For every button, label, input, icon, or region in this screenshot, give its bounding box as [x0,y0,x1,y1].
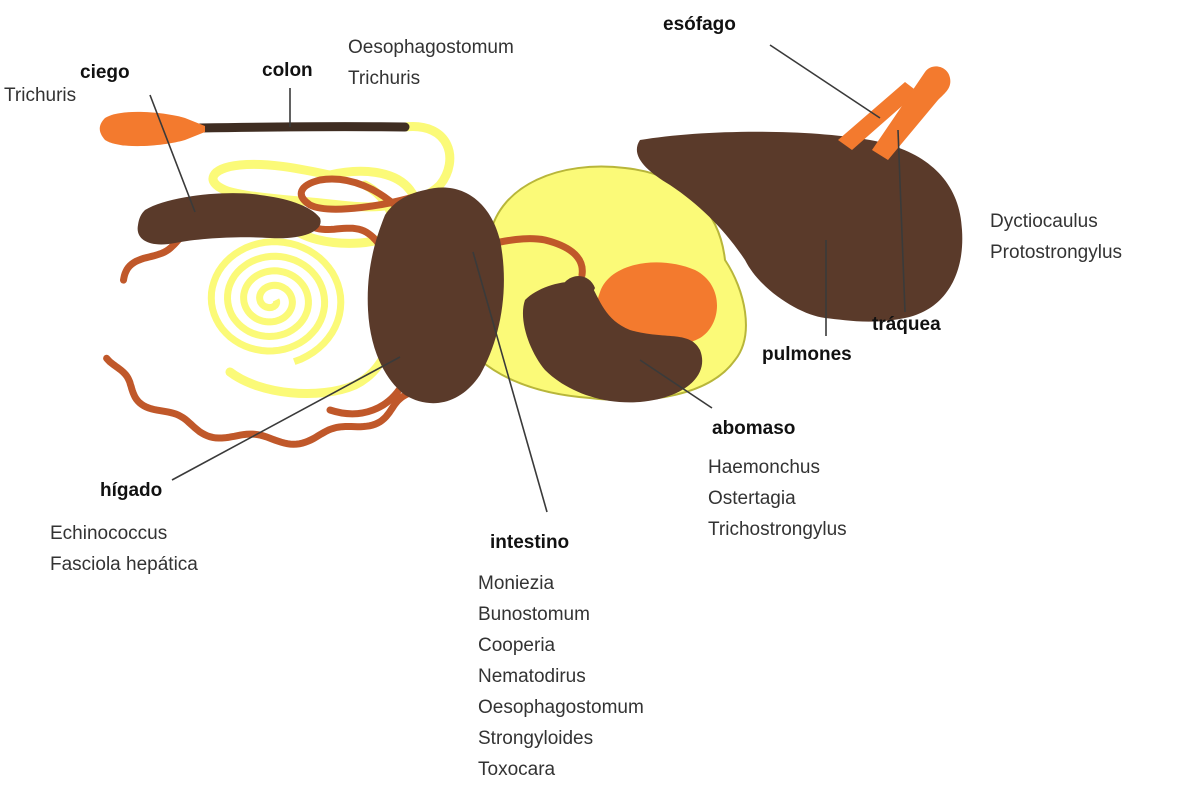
cecum-tip [100,112,205,146]
parasite-item: Fasciola hepática [50,549,198,580]
liver-shape [368,187,504,403]
parasite-item: Trichuris [4,80,76,111]
parasites-intestino: Moniezia Bunostomum Cooperia Nematodirus… [478,568,644,785]
parasite-item: Oesophagostomum [348,32,514,63]
label-abomaso: abomaso [712,418,795,440]
parasite-item: Cooperia [478,630,644,661]
parasite-item: Bunostomum [478,599,644,630]
label-colon: colon [262,60,313,82]
parasite-item: Strongyloides [478,723,644,754]
parasites-ciego: Trichuris [4,80,76,111]
parasite-item: Toxocara [478,754,644,785]
parasite-item: Ostertagia [708,483,847,514]
parasite-item: Protostrongylus [990,237,1122,268]
parasite-item: Echinococcus [50,518,198,549]
label-esofago: esófago [663,14,736,36]
label-higado: hígado [100,480,162,502]
parasites-higado: Echinococcus Fasciola hepática [50,518,198,580]
parasite-item: Nematodirus [478,661,644,692]
spiral-colon [211,242,340,362]
parasite-item: Dyctiocaulus [990,206,1122,237]
parasite-item: Oesophagostomum [478,692,644,723]
parasites-pulmones: Dyctiocaulus Protostrongylus [990,206,1122,268]
parasites-colon: Oesophagostomum Trichuris [348,32,514,94]
colon-tube [200,127,405,128]
label-traquea: tráquea [872,314,941,336]
parasite-item: Trichostrongylus [708,514,847,545]
parasite-item: Trichuris [348,63,514,94]
label-intestino: intestino [490,532,569,554]
parasite-item: Moniezia [478,568,644,599]
label-ciego: ciego [80,62,130,84]
label-pulmones: pulmones [762,344,852,366]
parasites-abomaso: Haemonchus Ostertagia Trichostrongylus [708,452,847,545]
parasite-item: Haemonchus [708,452,847,483]
